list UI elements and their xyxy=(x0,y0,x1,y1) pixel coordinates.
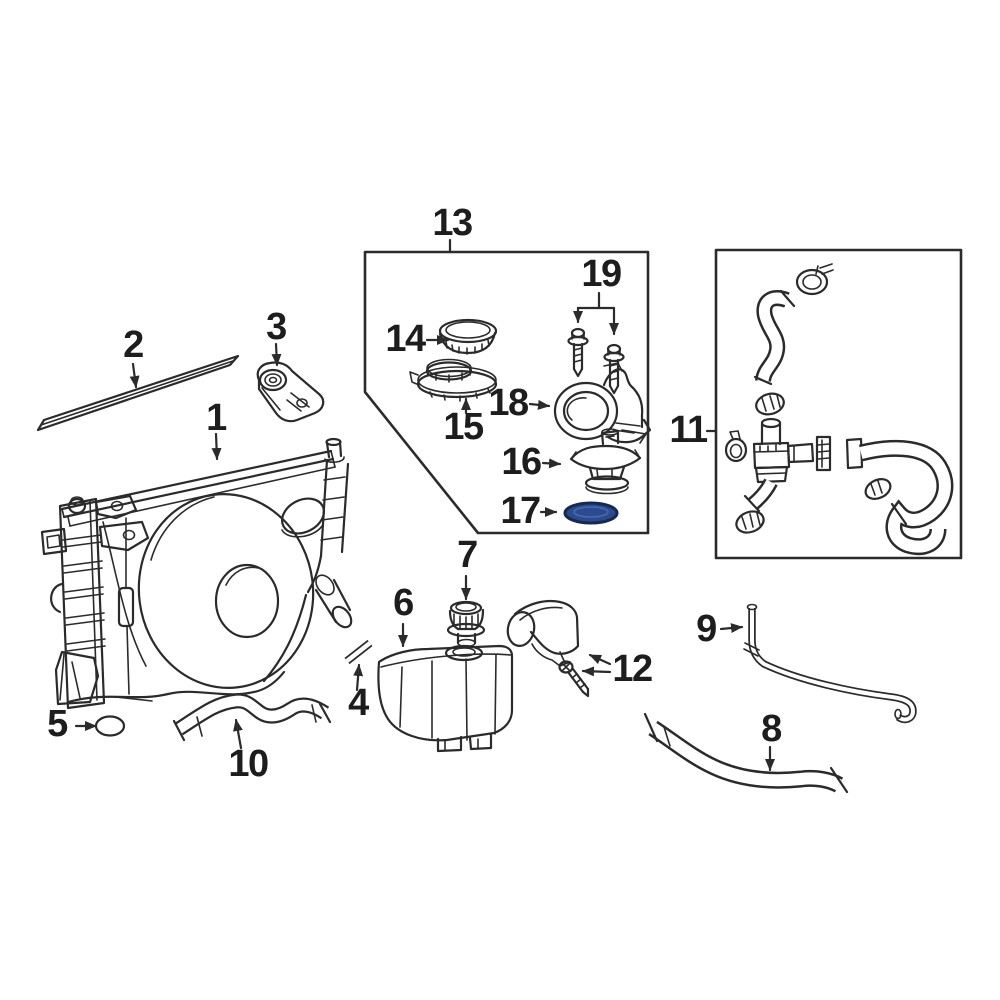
callout-label-3: 3 xyxy=(266,306,287,348)
callout-label-15: 15 xyxy=(443,406,484,448)
callout-label-1: 1 xyxy=(206,397,227,439)
upper-seal-strip-illustration xyxy=(36,354,240,432)
mount-bracket-illustration xyxy=(256,361,325,423)
pressure-cap-illustration xyxy=(446,600,486,648)
shield-bracket-illustration xyxy=(506,599,590,698)
coolant-reservoir-illustration xyxy=(377,644,514,753)
callout-label-18: 18 xyxy=(488,382,529,424)
callout-label-2: 2 xyxy=(123,324,144,366)
callout-label-17: 17 xyxy=(500,490,541,532)
callout-label-12: 12 xyxy=(612,648,653,690)
group-box-13 xyxy=(363,250,650,535)
callout-label-16: 16 xyxy=(501,441,542,483)
seal-15-illustration xyxy=(409,358,498,402)
callout-label-10: 10 xyxy=(228,743,269,785)
callout-label-6: 6 xyxy=(393,582,414,624)
callout-label-13: 13 xyxy=(432,202,473,244)
callout-label-5: 5 xyxy=(47,703,68,745)
callout-label-11: 11 xyxy=(669,409,708,451)
thermostat-seal-highlighted-illustration xyxy=(563,501,619,525)
callout-label-14: 14 xyxy=(385,318,426,360)
group-box-11 xyxy=(714,248,963,560)
lower-hose-illustration xyxy=(172,693,332,742)
housing-bolts-illustration xyxy=(567,327,625,395)
thermostat-illustration xyxy=(569,428,642,495)
callout-label-4: 4 xyxy=(348,682,369,724)
callout-label-9: 9 xyxy=(696,608,717,650)
cap-14-illustration xyxy=(438,318,498,355)
heater-hose-illustration xyxy=(643,712,849,794)
radiator-assembly-illustration xyxy=(40,437,353,710)
callout-leader-lines xyxy=(74,238,775,772)
o-ring-illustration xyxy=(94,715,126,737)
overflow-tube-illustration xyxy=(743,603,917,724)
callout-label-7: 7 xyxy=(457,534,478,576)
hose-kit-illustration xyxy=(724,263,954,556)
callout-label-8: 8 xyxy=(761,708,782,750)
callout-label-19: 19 xyxy=(581,253,622,295)
side-seal-strip-illustration xyxy=(344,639,373,665)
